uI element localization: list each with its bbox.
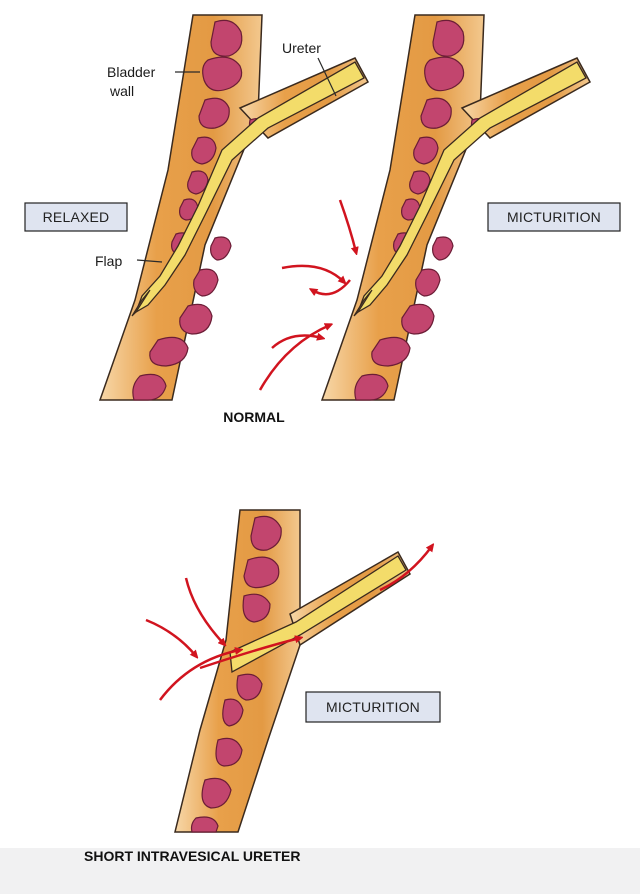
relaxed-label: RELAXED [43,209,110,225]
micturition-label-top: MICTURITION [507,209,601,225]
flap-label: Flap [95,253,122,269]
micturition-box-top: MICTURITION [487,202,621,232]
reflux-arrows [145,546,432,701]
bladder-wall-label-line2: wall [109,83,134,99]
relaxed-box: RELAXED [24,202,128,232]
footer-bar [0,848,640,894]
ureter-leader [317,57,337,97]
ureter-label: Ureter [282,40,321,56]
normal-label: NORMAL [223,409,285,425]
flap-leader [136,259,163,263]
micturition-label-bottom: MICTURITION [326,699,420,715]
short-ureter-label: SHORT INTRAVESICAL URETER [84,848,301,864]
panel-short-ureter [174,509,411,833]
pressure-arrows-top [258,199,356,391]
micturition-box-bottom: MICTURITION [305,691,441,723]
bladder-wall-label-line1: Bladder [107,64,156,80]
